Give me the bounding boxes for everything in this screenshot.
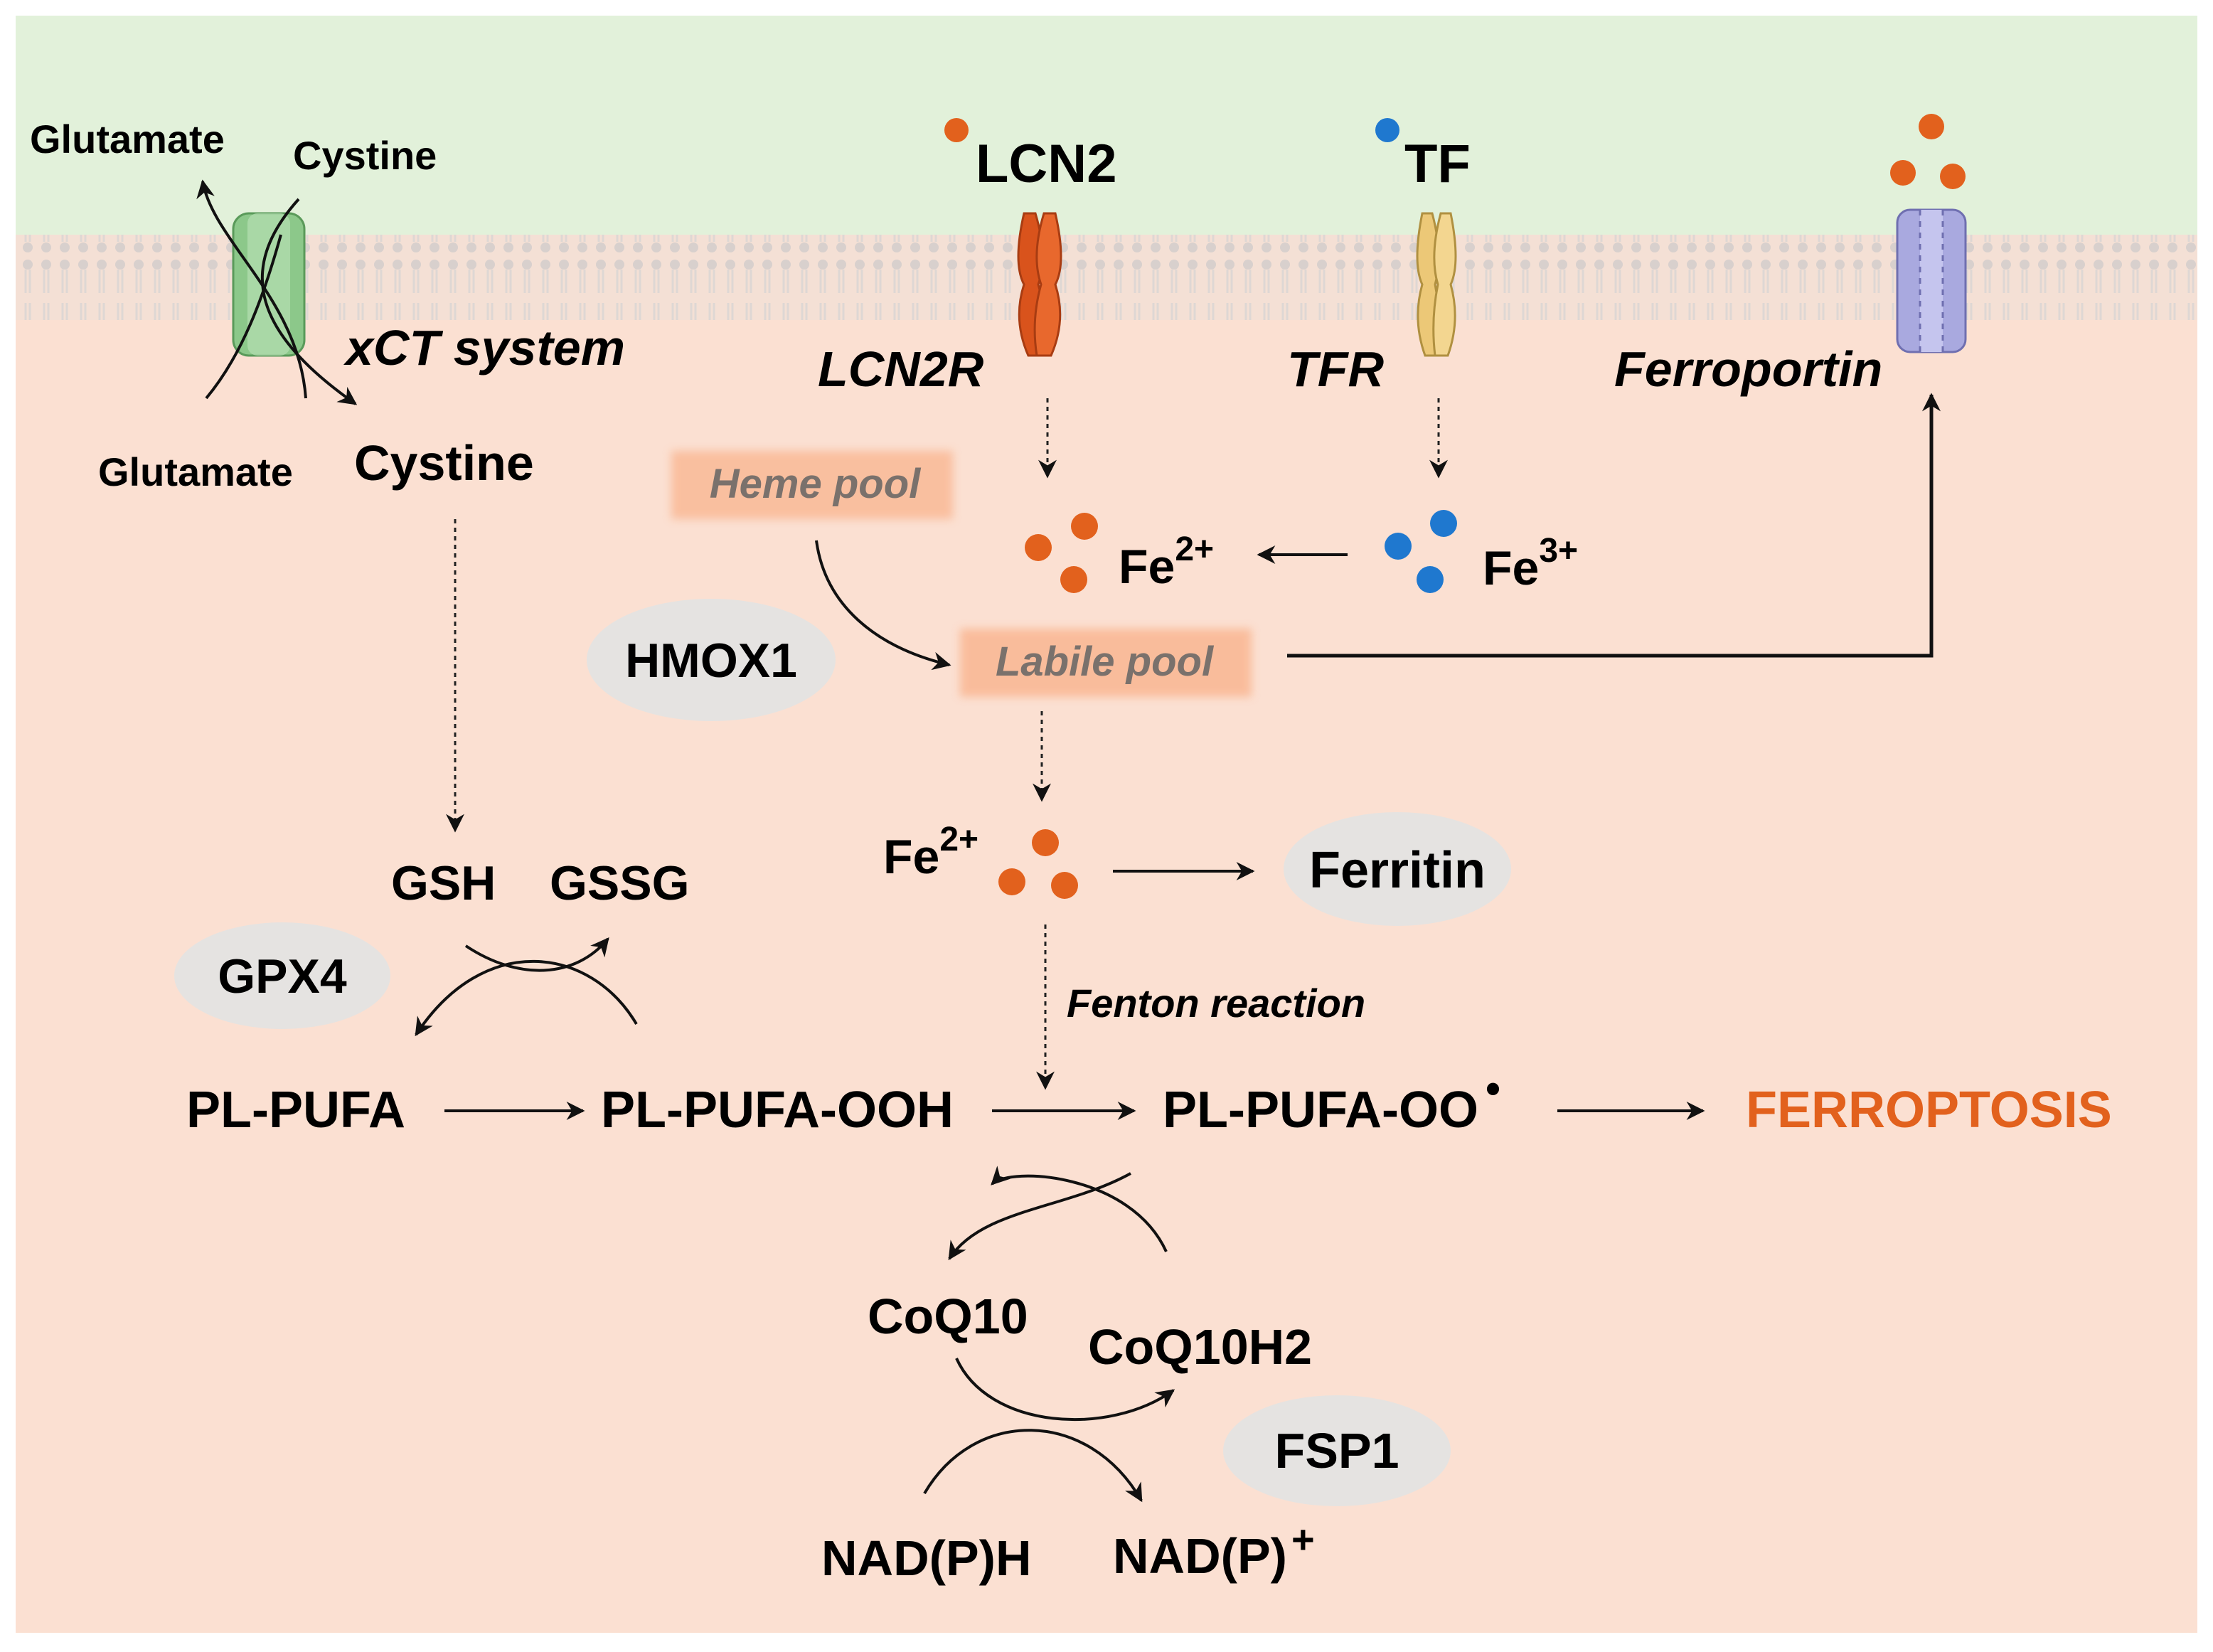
gpx4-ellipse [174, 922, 390, 1029]
gssg-label: GSSG [550, 856, 690, 910]
exported-iron-dot-icon [1919, 114, 1944, 139]
pl-pufa-ooh-label: PL-PUFA-OOH [601, 1082, 954, 1139]
glutamate-extracellular-label: Glutamate [30, 117, 225, 161]
exported-iron-dot-icon [1890, 160, 1916, 186]
nadph-label: NAD(P)H [821, 1530, 1032, 1586]
cystine-intracellular-label: Cystine [354, 435, 534, 491]
fe3-dot-icon [1430, 510, 1457, 537]
xct-transporter-icon [232, 212, 306, 357]
fsp1-label: FSP1 [1274, 1423, 1399, 1478]
cystine-extracellular-label: Cystine [293, 133, 437, 178]
fe3-label: Fe3+ [1483, 532, 1578, 595]
lcn2-label: LCN2 [976, 134, 1116, 194]
fe3-dot-icon [1385, 533, 1412, 560]
lcn2-iron-dot-icon [944, 118, 969, 142]
xct-system-label: xCT system [343, 320, 625, 375]
heme-pool-label: Heme pool [710, 461, 922, 507]
labile-pool-label: Labile pool [996, 639, 1215, 685]
fe2-dot-icon [1032, 829, 1059, 856]
fe2-dot-icon [1025, 534, 1052, 561]
hmox1-ellipse [587, 599, 836, 721]
fe2-dot-icon [1060, 566, 1087, 593]
gsh-label: GSH [391, 856, 496, 910]
fe2-dot-icon [998, 868, 1025, 895]
fsp1-ellipse [1223, 1395, 1451, 1506]
xct-cystine-import-arrow [260, 198, 358, 405]
fenton-reaction-label: Fenton reaction [1067, 981, 1365, 1025]
ferroportin-channel-icon [1896, 208, 1967, 353]
gsh-to-gssg-arrow [464, 937, 609, 972]
ferritin-label: Ferritin [1309, 842, 1486, 899]
nadp-plus-label: NAD(P)+ [1113, 1517, 1315, 1584]
coq10h2-label: CoQ10H2 [1088, 1319, 1312, 1375]
pl-pufa-label: PL-PUFA [186, 1082, 405, 1139]
xct-glutamate-export-arrow [196, 179, 307, 399]
coq10h2-oxidation-arrow [991, 1166, 1168, 1252]
fe3-dot-icon [1417, 566, 1444, 593]
labile-to-ferroportin-arrow [1287, 393, 1941, 658]
cell-membrane-band [16, 235, 2197, 320]
ferritin-ellipse [1284, 812, 1511, 926]
fe2-dot-icon [1051, 872, 1078, 899]
nadph-oxidation-arrow [923, 1429, 1143, 1503]
ferroptosis-label: FERROPTOSIS [1746, 1082, 2112, 1139]
heme-to-labile-arrow [815, 540, 951, 671]
exported-iron-dot-icon [1940, 164, 1966, 189]
lcn2r-receptor-icon [1017, 212, 1062, 357]
coq10-label: CoQ10 [868, 1289, 1028, 1344]
pl-pufa-oo-label: PL-PUFA-OO• [1163, 1065, 1500, 1139]
ferroportin-label: Ferroportin [1614, 341, 1882, 397]
coq10-reduction-arrow [955, 1358, 1175, 1422]
fe2-top-label: Fe2+ [1119, 531, 1214, 594]
pufa-ooh-reduction-arrow [415, 959, 638, 1037]
labile-pool-box [960, 629, 1252, 697]
xct-glutamate-link [205, 234, 282, 400]
heme-pool-box [671, 451, 953, 519]
tfr-label: TFR [1287, 341, 1385, 397]
cell-membrane [16, 235, 2197, 320]
tf-iron-dot-icon [1375, 118, 1399, 142]
gpx4-label: GPX4 [218, 949, 347, 1003]
lcn2r-label: LCN2R [818, 341, 984, 397]
oo-to-coq10-arrow [948, 1172, 1131, 1261]
glutamate-intracellular-label: Glutamate [98, 449, 293, 494]
fe2-dot-icon [1071, 513, 1098, 540]
tfr-receptor-icon [1416, 212, 1457, 357]
cytoplasm-space [16, 235, 2197, 1633]
extracellular-space [16, 16, 2197, 250]
tf-label: TF [1404, 134, 1471, 194]
hmox1-label: HMOX1 [625, 634, 797, 688]
fe2-mid-label: Fe2+ [883, 821, 978, 884]
